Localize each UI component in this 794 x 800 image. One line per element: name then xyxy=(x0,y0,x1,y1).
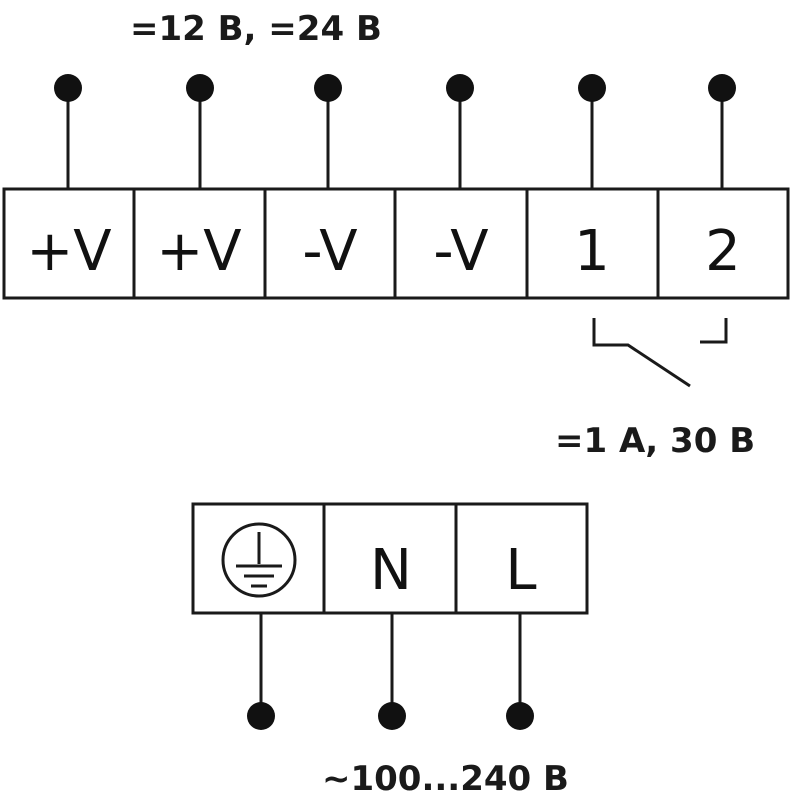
terminal-cell-neutral xyxy=(322,502,458,615)
terminal-label: 1 xyxy=(574,219,610,284)
terminal-cell-minus-v-2 xyxy=(393,187,529,300)
terminal-label: 2 xyxy=(705,219,741,284)
terminal-cell-relay-1 xyxy=(525,187,660,300)
terminal-pin xyxy=(54,74,82,102)
terminal-pin xyxy=(578,74,606,102)
terminal-pin xyxy=(186,74,214,102)
relay-rating-label: =1 А, 30 В xyxy=(555,421,755,461)
terminal-cell-plus-v-1 xyxy=(2,187,136,300)
terminal-pin xyxy=(247,702,275,730)
terminal-label: -V xyxy=(433,219,488,284)
input-terminal-block: N L xyxy=(191,502,589,730)
terminal-pin xyxy=(314,74,342,102)
terminal-label: +V xyxy=(156,219,241,284)
terminal-pin xyxy=(506,702,534,730)
mains-voltage-label: ~100...240 В xyxy=(322,759,569,799)
relay-contact-bracket xyxy=(700,318,728,344)
output-terminal-block: +V +V -V -V 1 2 xyxy=(2,74,790,300)
terminal-label: N xyxy=(370,538,412,603)
terminal-pin xyxy=(446,74,474,102)
terminal-label: -V xyxy=(302,219,357,284)
supply-voltage-label: =12 В, =24 В xyxy=(130,9,382,49)
terminal-label: +V xyxy=(26,219,111,284)
protective-earth-icon xyxy=(221,522,297,598)
terminal-pin xyxy=(378,702,406,730)
terminal-cell-relay-2 xyxy=(656,187,790,300)
relay-contact-bracket xyxy=(592,318,691,388)
terminal-label: L xyxy=(505,538,536,603)
terminal-pin xyxy=(708,74,736,102)
